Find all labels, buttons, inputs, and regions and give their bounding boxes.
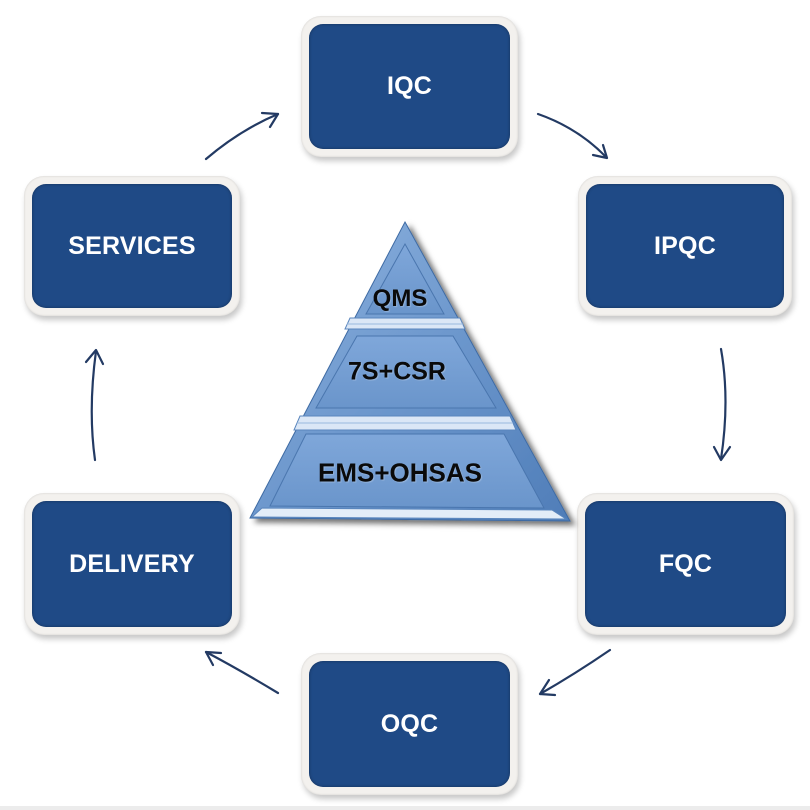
node-iqc-body: IQC bbox=[309, 24, 510, 149]
node-ipqc-body: IPQC bbox=[586, 184, 784, 308]
pyramid-tier-middle bbox=[315, 335, 497, 409]
node-ipqc: IPQC bbox=[578, 176, 792, 316]
arrow-iqc-to-ipqc bbox=[536, 112, 609, 160]
node-delivery-body: DELIVERY bbox=[32, 501, 232, 627]
node-ipqc-label: IPQC bbox=[654, 231, 716, 260]
node-services-label: SERVICES bbox=[68, 231, 196, 260]
pyramid-tier-top bbox=[365, 242, 445, 315]
node-fqc: FQC bbox=[577, 493, 794, 635]
node-oqc-label: OQC bbox=[380, 709, 439, 738]
pyramid-tier-top-label: QMS bbox=[372, 285, 428, 312]
pyramid-base-edge bbox=[250, 507, 568, 520]
arrow-delivery-to-services bbox=[84, 348, 105, 462]
node-iqc: IQC bbox=[301, 16, 518, 157]
node-delivery: DELIVERY bbox=[24, 493, 240, 635]
node-fqc-body: FQC bbox=[585, 501, 786, 627]
node-services-body: SERVICES bbox=[32, 184, 232, 308]
node-oqc-body: OQC bbox=[309, 661, 510, 787]
pyramid-tier-bottom-label: EMS+OHSAS bbox=[318, 457, 482, 488]
pyramid-tier-bottom bbox=[269, 433, 545, 509]
node-services: SERVICES bbox=[24, 176, 240, 316]
arrow-services-to-iqc bbox=[204, 111, 280, 161]
pyramid-tier-middle-label: 7S+CSR bbox=[348, 357, 446, 386]
pyramid-separator-2 bbox=[293, 415, 517, 431]
arrow-oqc-to-delivery bbox=[204, 650, 280, 695]
arrow-fqc-to-oqc bbox=[538, 648, 612, 697]
node-delivery-label: DELIVERY bbox=[69, 549, 195, 578]
arrow-ipqc-to-fqc bbox=[712, 347, 732, 462]
node-iqc-label: IQC bbox=[386, 72, 433, 100]
bottom-edge bbox=[0, 806, 810, 810]
node-fqc-label: FQC bbox=[658, 549, 713, 578]
node-oqc: OQC bbox=[301, 653, 518, 795]
pyramid-separator-1 bbox=[344, 317, 466, 330]
pyramid bbox=[249, 220, 571, 522]
